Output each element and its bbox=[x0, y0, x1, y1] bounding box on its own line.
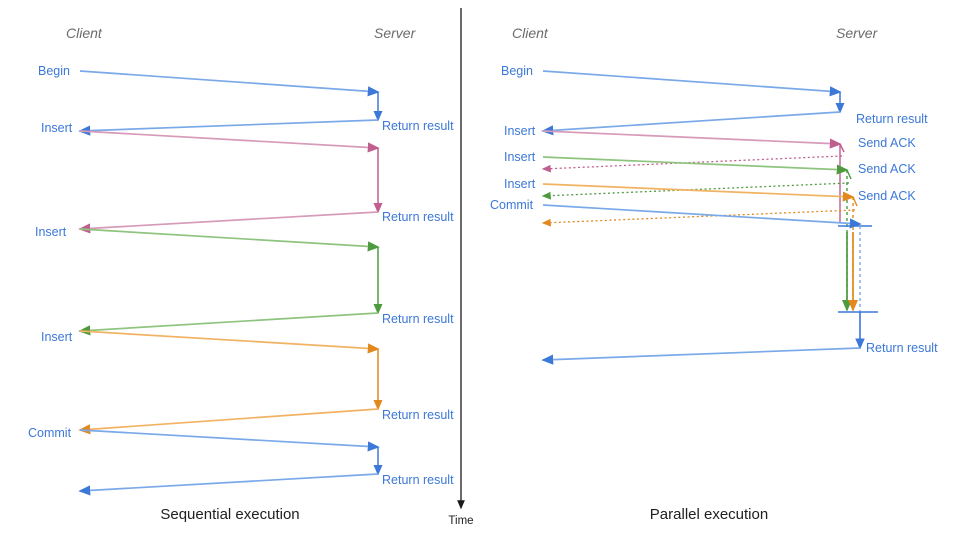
response-arrow bbox=[78, 408, 379, 435]
request-arrow bbox=[79, 130, 380, 153]
message-label-insert: Insert bbox=[504, 150, 536, 164]
response-arrow bbox=[78, 119, 379, 136]
lane-header-client-parallel: Client bbox=[512, 25, 549, 41]
panel-caption-parallel: Parallel execution bbox=[650, 506, 768, 523]
send-ack-label: Send ACK bbox=[858, 189, 916, 203]
parallel-activation-continuations bbox=[841, 232, 859, 312]
commit-request-arrow bbox=[542, 204, 862, 229]
request-arrow bbox=[79, 429, 380, 452]
send-ack-arrow bbox=[541, 209, 856, 227]
message-label-insert: Insert bbox=[504, 124, 536, 138]
return-result-label: Return result bbox=[382, 473, 454, 487]
return-result-label: Return result bbox=[382, 408, 454, 422]
request-arrow bbox=[79, 228, 380, 252]
return-result-label: Return result bbox=[856, 112, 928, 126]
lane-header-server-sequential: Server bbox=[374, 25, 417, 41]
response-arrow bbox=[78, 211, 379, 234]
send-ack-label: Send ACK bbox=[858, 162, 916, 176]
request-arrow bbox=[542, 156, 849, 175]
request-arrow bbox=[542, 130, 842, 149]
response-arrow bbox=[78, 312, 379, 336]
time-axis-label: Time bbox=[448, 515, 473, 527]
request-arrow bbox=[542, 70, 842, 97]
send-ack-label: Send ACK bbox=[858, 136, 916, 150]
return-result-label: Return result bbox=[866, 341, 938, 355]
panel-caption-sequential: Sequential execution bbox=[160, 506, 299, 523]
send-ack-arrow bbox=[541, 155, 843, 173]
request-arrow bbox=[542, 183, 855, 202]
lane-header-client-sequential: Client bbox=[66, 25, 103, 41]
message-label-commit: Commit bbox=[28, 426, 72, 440]
commit-response-arrow bbox=[541, 347, 861, 365]
request-arrow bbox=[79, 70, 380, 97]
message-label-insert: Insert bbox=[41, 330, 73, 344]
return-result-label: Return result bbox=[382, 210, 454, 224]
response-arrow bbox=[541, 111, 841, 136]
return-result-label: Return result bbox=[382, 312, 454, 326]
message-label-insert: Insert bbox=[35, 225, 67, 239]
response-arrow bbox=[78, 473, 379, 496]
time-axis: Time bbox=[448, 8, 474, 527]
message-label-begin: Begin bbox=[501, 64, 533, 78]
message-label-insert: Insert bbox=[41, 121, 73, 135]
message-label-begin: Begin bbox=[38, 64, 70, 78]
text-layer: Sequential execution Parallel execution bbox=[160, 506, 768, 523]
return-result-label: Return result bbox=[382, 119, 454, 133]
send-ack-arrow bbox=[541, 182, 850, 200]
request-arrow bbox=[79, 330, 380, 354]
lane-header-server-parallel: Server bbox=[836, 25, 879, 41]
message-label-commit: Commit bbox=[490, 198, 534, 212]
message-label-insert: Insert bbox=[504, 177, 536, 191]
